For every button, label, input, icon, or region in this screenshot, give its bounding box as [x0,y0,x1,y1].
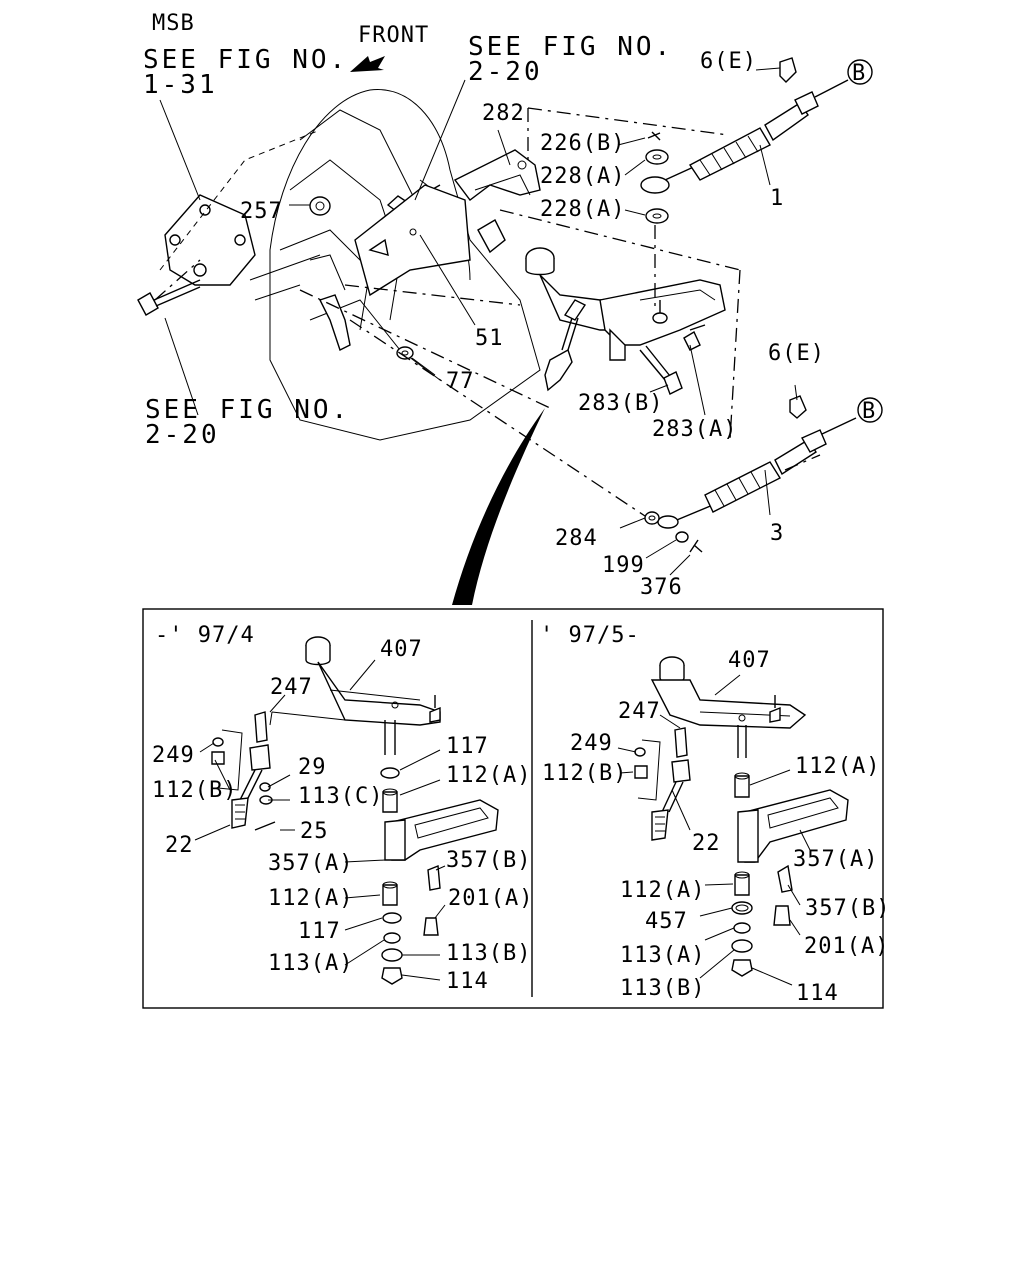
left-label-407: 407 [380,637,423,662]
right-label-457: 457 [645,909,688,934]
right-label-112a-top: 112(A) [795,754,880,779]
label-376: 376 [640,575,683,600]
left-label-112a-a: 112(A) [446,763,531,788]
left-panel-parts [211,636,499,985]
left-label-201a: 201(A) [448,886,533,911]
right-label-112b: 112(B) [542,761,627,786]
front-arrow-icon [350,56,385,72]
bolt-lower-left [137,279,201,316]
see-fig-2-20-bottom-line2: 2-20 [145,420,220,450]
circle-b-label-top: B [852,61,866,86]
callout-wedge [452,408,545,605]
label-77: 77 [446,369,475,394]
bracket-51 [354,184,471,297]
cable-1 [640,79,849,194]
label-6e-bottom: 6(E) [768,341,825,366]
label-226b: 226(B) [540,131,625,156]
right-label-247: 247 [618,699,661,724]
circle-b-label-bottom: B [862,399,876,424]
washer-228a-2 [645,208,669,224]
right-label-357b: 357(B) [805,896,890,921]
nut-77 [396,346,414,360]
left-label-247: 247 [270,675,313,700]
bolt-283b [639,345,683,395]
see-fig-2-20-top-line2: 2-20 [468,57,543,87]
washer-228a-1 [645,149,669,165]
label-228a-1: 228(A) [540,164,625,189]
left-label-112a-b: 112(A) [268,886,353,911]
clip-near-51 [477,219,506,254]
left-label-114: 114 [446,969,489,994]
label-1: 1 [770,186,784,211]
see-fig-2-20-bottom-line1: SEE FIG NO. [145,395,350,425]
label-3: 3 [770,521,784,546]
left-label-113a: 113(A) [268,951,353,976]
clip-6e-top [779,57,797,83]
label-228a-2: 228(A) [540,197,625,222]
right-label-113b: 113(B) [620,976,705,1001]
label-282: 282 [482,101,525,126]
bracket-282 [453,149,541,201]
right-panel-parts [634,656,849,977]
see-fig-1-31-line2: 1-31 [143,70,218,100]
right-label-407: 407 [728,648,771,673]
left-panel-leaders [194,659,446,981]
cable-3 [657,417,857,529]
washer-199 [675,531,689,543]
label-199: 199 [602,553,645,578]
circle-b-marker-bottom: B [857,397,883,424]
bushing-257 [309,196,331,216]
left-panel-period: -' 97/4 [155,623,255,648]
left-label-117-b: 117 [298,919,341,944]
right-panel-leaders [617,674,811,986]
left-label-249: 249 [152,743,195,768]
left-label-113b: 113(B) [446,941,531,966]
bracket-lower-left [309,254,351,351]
right-label-114: 114 [796,981,839,1006]
bolt-283a [683,324,706,351]
left-label-112b: 112(B) [152,778,237,803]
detail-box [142,608,884,1009]
shift-lever-assembly [525,247,726,392]
left-mount-bracket [159,129,321,286]
left-label-117-a: 117 [446,734,489,759]
pin-376 [689,539,703,553]
msb-label: MSB [152,11,195,36]
right-label-113a: 113(A) [620,943,705,968]
left-label-25: 25 [300,819,329,844]
right-label-357a: 357(A) [793,847,878,872]
left-label-22: 22 [165,833,194,858]
right-panel-period: ' 97/5- [540,623,640,648]
left-label-357b: 357(B) [446,848,531,873]
circle-b-marker-top: B [847,59,873,86]
right-label-22: 22 [692,831,721,856]
label-51: 51 [475,326,504,351]
left-label-113c: 113(C) [298,784,383,809]
label-284: 284 [555,526,598,551]
leader-lines-top [159,67,798,576]
see-fig-1-31-line1: SEE FIG NO. [143,45,348,75]
pin-226b [647,131,661,141]
label-6e-top: 6(E) [700,49,757,74]
left-label-357a: 357(A) [268,851,353,876]
washer-284 [644,511,660,525]
front-label: FRONT [358,23,429,48]
right-label-201a: 201(A) [804,934,889,959]
label-257: 257 [240,199,283,224]
label-283b: 283(B) [578,391,663,416]
right-label-112a-bot: 112(A) [620,878,705,903]
clip-6e-bottom [789,395,807,419]
right-label-249: 249 [570,731,613,756]
label-283a: 283(A) [652,417,737,442]
left-label-29: 29 [298,755,327,780]
see-fig-2-20-top-line1: SEE FIG NO. [468,32,673,62]
assembly-lines [154,107,821,517]
